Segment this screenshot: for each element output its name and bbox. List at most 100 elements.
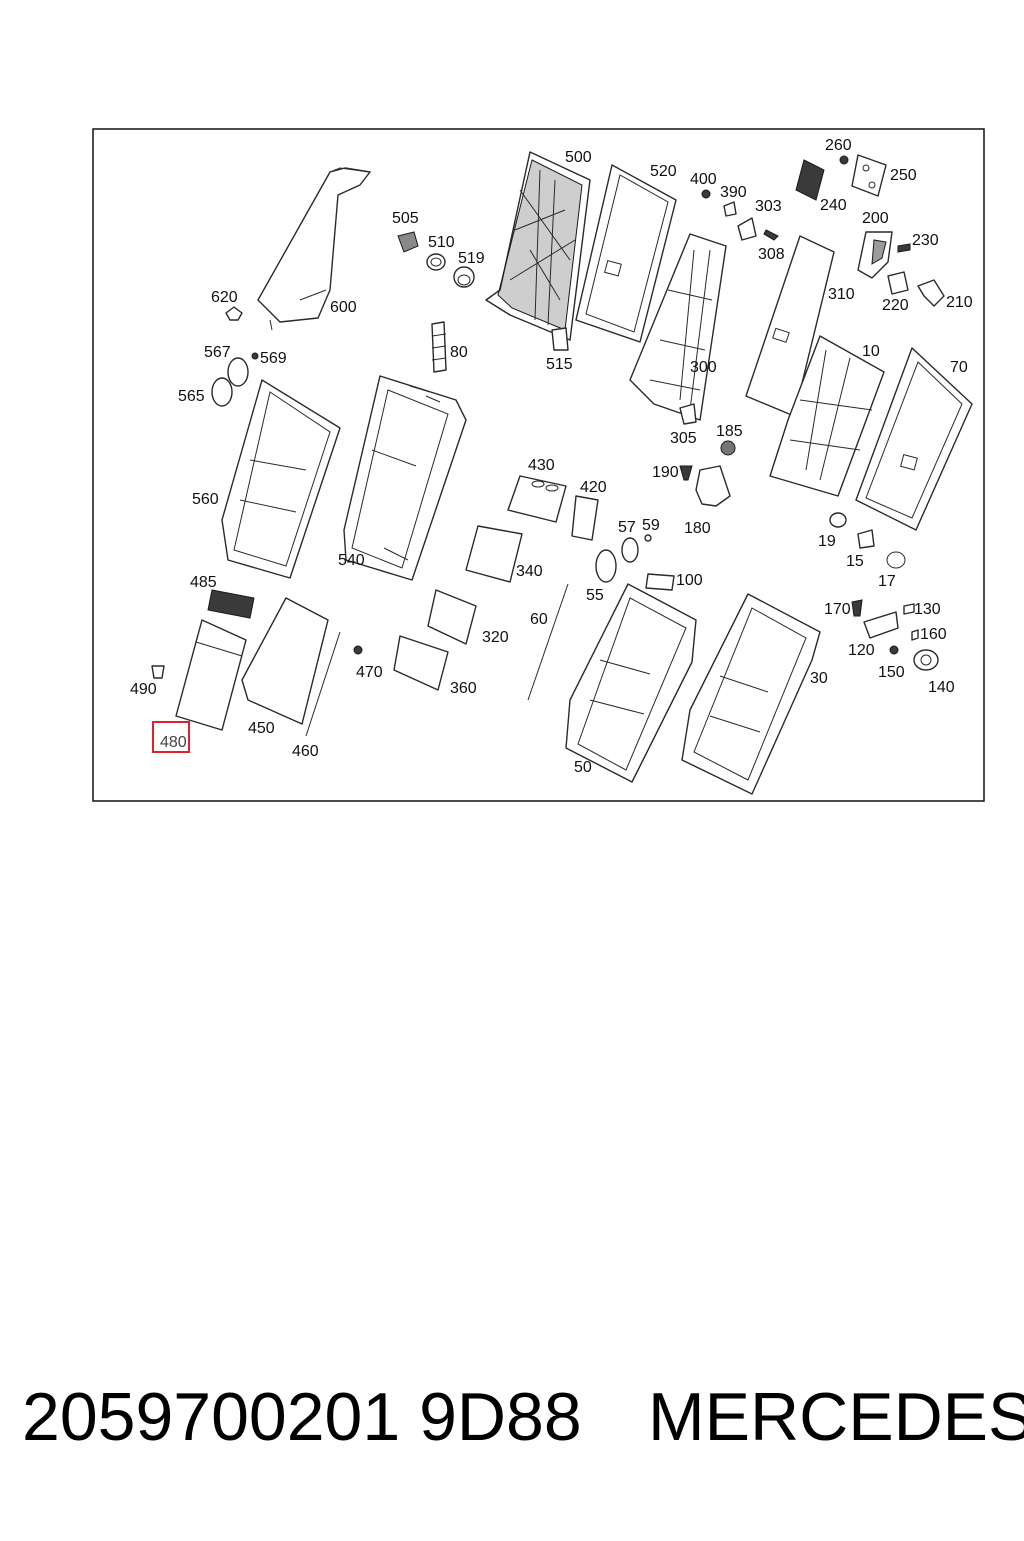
part-17[interactable] (886, 551, 906, 569)
part-480[interactable] (175, 619, 247, 731)
part-80[interactable] (431, 321, 447, 373)
part-230[interactable] (897, 243, 911, 253)
label-19: 19 (818, 533, 836, 550)
label-500: 500 (565, 149, 592, 166)
part-130[interactable] (903, 603, 915, 615)
label-10: 10 (862, 343, 880, 360)
part-305[interactable] (679, 403, 697, 425)
part-59[interactable] (644, 534, 652, 542)
part-620[interactable] (225, 306, 243, 321)
part-30[interactable] (681, 593, 821, 795)
part-320[interactable] (427, 589, 477, 645)
part-55[interactable] (595, 549, 617, 583)
part-50[interactable] (565, 583, 697, 783)
part-19[interactable] (829, 512, 847, 528)
part-60[interactable] (527, 583, 569, 701)
part-360[interactable] (393, 635, 449, 691)
label-210: 210 (946, 294, 973, 311)
part-390[interactable] (723, 201, 737, 217)
part-420[interactable] (571, 495, 599, 541)
part-308[interactable] (763, 229, 779, 241)
label-80: 80 (450, 344, 468, 361)
part-190[interactable] (679, 465, 693, 481)
part-180[interactable] (695, 465, 731, 507)
label-320: 320 (482, 629, 509, 646)
part-220[interactable] (887, 271, 909, 295)
part-540[interactable] (343, 375, 467, 581)
part-565[interactable] (211, 377, 233, 407)
label-560: 560 (192, 491, 219, 508)
part-300[interactable] (629, 233, 727, 421)
part-170[interactable] (851, 599, 863, 617)
part-200[interactable] (857, 231, 893, 279)
label-303: 303 (755, 198, 782, 215)
part-340[interactable] (465, 525, 523, 583)
part-567[interactable] (227, 357, 249, 387)
label-220: 220 (882, 297, 909, 314)
label-490: 490 (130, 681, 157, 698)
label-50: 50 (574, 759, 592, 776)
label-569: 569 (260, 350, 287, 367)
label-430: 430 (528, 457, 555, 474)
part-140[interactable] (913, 649, 939, 671)
label-70: 70 (950, 359, 968, 376)
diagram-border (92, 128, 985, 802)
part-70[interactable] (855, 347, 973, 531)
part-519[interactable] (453, 266, 475, 288)
part-500[interactable] (485, 151, 591, 341)
footer: 2059700201 9D88 MERCEDES (0, 1372, 1024, 1482)
label-480: 480 (160, 734, 187, 751)
label-160: 160 (920, 626, 947, 643)
part-303[interactable] (737, 217, 757, 241)
label-565: 565 (178, 388, 205, 405)
label-510: 510 (428, 234, 455, 251)
label-230: 230 (912, 232, 939, 249)
part-10[interactable] (769, 335, 885, 497)
label-600: 600 (330, 299, 357, 316)
label-57: 57 (618, 519, 636, 536)
part-490[interactable] (151, 665, 165, 679)
label-15: 15 (846, 553, 864, 570)
callout-labels: 500 520 400 390 303 260 250 240 200 230 … (130, 137, 973, 776)
label-310: 310 (828, 286, 855, 303)
part-515[interactable] (551, 327, 569, 351)
part-470[interactable] (353, 645, 363, 655)
part-250[interactable] (851, 154, 887, 197)
part-450[interactable] (241, 597, 329, 725)
label-250: 250 (890, 167, 917, 184)
part-185[interactable] (720, 440, 736, 456)
label-200: 200 (862, 210, 889, 227)
label-515: 515 (546, 356, 573, 373)
part-520[interactable] (575, 164, 677, 343)
part-510[interactable] (426, 253, 446, 271)
part-560[interactable] (221, 379, 341, 579)
label-17: 17 (878, 573, 896, 590)
part-160[interactable] (911, 629, 919, 641)
part-number: 2059700201 9D88 (22, 1379, 582, 1455)
part-460[interactable] (305, 631, 341, 737)
part-430[interactable] (507, 475, 567, 523)
part-569[interactable] (251, 352, 259, 360)
label-308: 308 (758, 246, 785, 263)
part-240[interactable] (795, 159, 825, 201)
label-100: 100 (676, 572, 703, 589)
label-305: 305 (670, 430, 697, 447)
part-150[interactable] (889, 645, 899, 655)
label-620: 620 (211, 289, 238, 306)
label-120: 120 (848, 642, 875, 659)
label-240: 240 (820, 197, 847, 214)
part-505[interactable] (397, 231, 419, 253)
part-400[interactable] (701, 189, 711, 199)
label-540: 540 (338, 552, 365, 569)
part-210[interactable] (917, 279, 945, 307)
part-600[interactable] (257, 167, 371, 331)
part-15[interactable] (857, 529, 875, 549)
part-485[interactable] (207, 589, 255, 619)
part-120[interactable] (863, 611, 899, 639)
label-260: 260 (825, 137, 852, 154)
highlight-box-480 (152, 721, 190, 753)
part-260[interactable] (839, 155, 849, 165)
part-100[interactable] (645, 573, 675, 591)
part-57[interactable] (621, 537, 639, 563)
